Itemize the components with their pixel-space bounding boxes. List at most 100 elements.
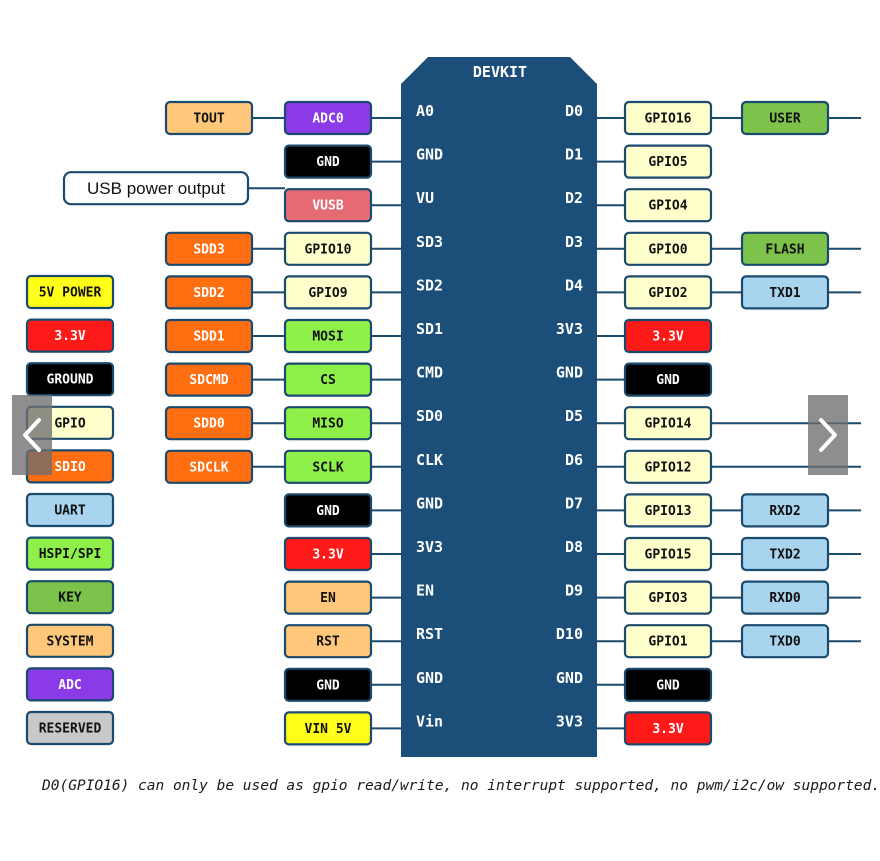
label-text: GPIO4 [648,199,687,214]
right-outer-txd1: TXD1 [740,275,830,310]
label-box [623,100,713,136]
previous-image-button[interactable] [12,395,52,475]
label-text: GROUND [47,373,94,388]
right-inner-gpio0: GPIO0 [623,231,713,266]
label-text: 5V POWER [39,286,102,301]
board-pin-gnd: GND [416,669,443,687]
board-pin-3v3: 3V3 [556,320,583,338]
left-outer-tout: TOUT [164,100,254,136]
label-box [623,536,713,572]
label-box [25,318,115,353]
legend-hspi-spi: HSPI/SPI [25,536,115,571]
label-box [25,667,115,702]
label-text: SDD2 [193,286,224,301]
label-box [740,536,830,572]
legend-5v-power: 5V POWER [25,274,115,310]
left-inner-en: EN [283,580,373,615]
board-pin-d5: D5 [565,407,583,425]
left-inner-gpio9: GPIO9 [283,275,373,310]
devkit-title: DEVKIT [473,63,527,81]
label-text: GND [656,678,680,693]
board-pin-d4: D4 [565,276,583,294]
label-box [623,711,713,746]
label-box [283,318,373,354]
left-inner-vusb: VUSB [283,188,373,223]
label-box [283,667,373,702]
board-pin-sd1: SD1 [416,320,443,338]
board-pin-d7: D7 [565,494,583,512]
label-text: ADC0 [312,112,343,127]
right-inner-gpio14: GPIO14 [623,406,713,441]
board-pin-gnd: GND [416,494,443,512]
board-pin-3v3: 3V3 [416,538,443,556]
label-text: MISO [312,417,343,432]
label-box [283,275,373,310]
label-box [25,492,115,528]
label-text: RESERVED [39,722,102,737]
label-box [740,493,830,528]
legend-adc: ADC [25,667,115,702]
label-box [25,580,115,615]
left-outer-sdcmd: SDCMD [164,362,254,397]
board-pin-d0: D0 [565,102,583,120]
board-pin-d8: D8 [565,538,583,556]
label-box [623,188,713,223]
left-inner-gnd: GND [283,667,373,702]
label-text: GPIO1 [648,635,687,650]
board-pin-gnd: GND [556,669,583,687]
right-outer-txd0: TXD0 [740,624,830,659]
label-box [740,231,830,266]
label-box [623,493,713,528]
label-box [164,100,254,136]
label-box [25,362,115,397]
next-image-button[interactable] [808,395,848,475]
label-box [164,231,254,266]
label-box [623,580,713,615]
right-inner-gpio4: GPIO4 [623,188,713,223]
label-box [283,580,373,615]
label-box [25,710,115,746]
label-text: SYSTEM [47,634,94,649]
label-text: USER [769,112,800,127]
label-text: GPIO9 [308,286,347,301]
board-pin-d2: D2 [565,189,583,207]
label-text: SDCMD [189,373,228,388]
label-text: CS [320,373,336,388]
label-text: GPIO3 [648,591,687,606]
board-pin-clk: CLK [416,451,443,469]
label-text: GPIO2 [648,286,687,301]
right-inner-gpio3: GPIO3 [623,580,713,615]
chevron-right-icon [819,418,837,452]
label-text: ADC [58,678,81,693]
label-text: GPIO15 [645,548,692,563]
board-pin-rst: RST [416,625,443,643]
label-text: GPIO13 [645,504,692,519]
label-box [623,144,713,179]
label-text: GND [316,155,340,170]
label-text: GPIO12 [645,460,692,475]
label-text: 3.3V [54,329,85,344]
right-inner-gpio5: GPIO5 [623,144,713,179]
left-inner-gnd: GND [283,144,373,179]
board-pin-d6: D6 [565,451,583,469]
label-box [623,318,713,354]
label-text: VUSB [312,199,343,214]
board-pin-vu: VU [416,189,434,207]
left-outer-sdd3: SDD3 [164,231,254,266]
board-pin-cmd: CMD [416,364,443,382]
left-inner-sclk: SCLK [283,449,373,484]
label-box [623,449,713,484]
label-text: TXD2 [769,548,800,563]
label-box [283,231,373,266]
label-box [283,711,373,746]
board-pin-d1: D1 [565,146,583,164]
board-pin-gnd: GND [416,146,443,164]
right-inner-gpio2: GPIO2 [623,275,713,310]
devkit-board-body [401,57,597,757]
label-box [623,406,713,441]
right-outer-rxd2: RXD2 [740,493,830,528]
label-box [283,362,373,397]
right-inner-3-3v: 3.3V [623,711,713,746]
label-text: 3.3V [312,548,343,563]
label-box [283,493,373,528]
